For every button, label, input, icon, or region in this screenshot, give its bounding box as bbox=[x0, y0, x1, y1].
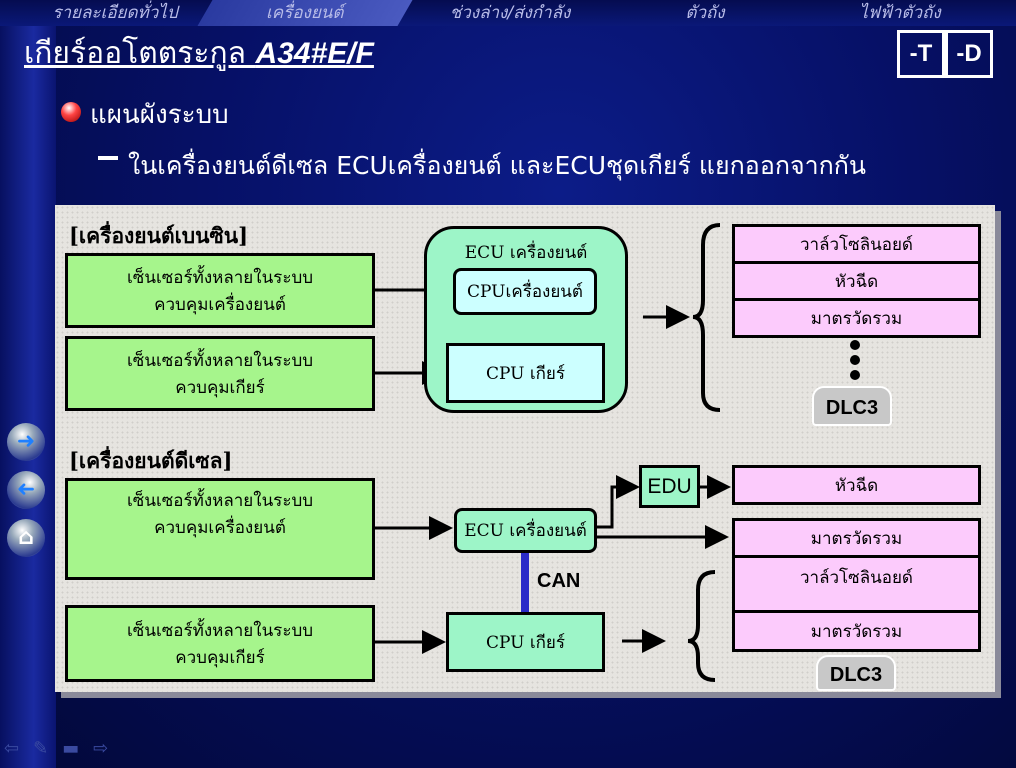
label: วาล์วโซลินอยด์ bbox=[800, 234, 913, 255]
diesel-gear-sensors: เซ็นเซอร์ทั้งหลายในระบบควบคุมเกียร์ bbox=[65, 605, 375, 682]
bullet-text: แผนผังระบบ bbox=[90, 100, 229, 130]
diesel-output: หัวฉีด bbox=[732, 465, 981, 505]
bullet-icon bbox=[61, 102, 81, 122]
tab-chassis[interactable]: ช่วงล่าง/ส่งกำลัง bbox=[449, 3, 571, 23]
variant-d-button[interactable]: -D bbox=[945, 30, 993, 78]
back-arrow-icon[interactable]: ➜ bbox=[7, 471, 45, 509]
tab-body-electrical[interactable]: ไฟฟ้าตัวถัง bbox=[859, 3, 941, 23]
next-arrow-icon[interactable]: ➜ bbox=[7, 423, 45, 461]
sidebar bbox=[0, 0, 56, 768]
tab-general[interactable]: รายละเอียดทั่วไป bbox=[52, 3, 178, 23]
diesel-ecu: ECU เครื่องยนต์ bbox=[454, 508, 597, 553]
tab-body[interactable]: ตัวถัง bbox=[685, 3, 725, 23]
label: หัวฉีด bbox=[834, 475, 879, 496]
home-icon[interactable]: ⌂ bbox=[7, 519, 45, 557]
top-nav: รายละเอียดทั่วไป เครื่องยนต์ ช่วงล่าง/ส่… bbox=[0, 0, 1016, 26]
can-bus-label: CAN bbox=[537, 570, 581, 592]
diesel-dlc3-connector: DLC3 bbox=[816, 655, 896, 691]
petrol-cpu-engine: CPUเครื่องยนต์ bbox=[453, 268, 597, 315]
diesel-output: วาล์วโซลินอยด์ bbox=[732, 555, 981, 613]
label: เซ็นเซอร์ทั้งหลายในระบบควบคุมเครื่องยนต์ bbox=[126, 267, 314, 315]
label: เซ็นเซอร์ทั้งหลายในระบบควบคุมเกียร์ bbox=[126, 620, 314, 668]
label: หัวฉีด bbox=[834, 271, 879, 292]
diagram-connectors bbox=[375, 223, 860, 682]
slideshow-controls-icon[interactable]: ⇦✎▬⇨ bbox=[4, 738, 123, 759]
label: มาตรวัดรวม bbox=[810, 621, 903, 642]
diesel-output: มาตรวัดรวม bbox=[732, 610, 981, 652]
label: เซ็นเซอร์ทั้งหลายในระบบควบคุมเครื่องยนต์ bbox=[126, 491, 314, 538]
label: EDU bbox=[647, 474, 692, 498]
label: มาตรวัดรวม bbox=[810, 528, 903, 549]
label: เซ็นเซอร์ทั้งหลายในระบบควบคุมเกียร์ bbox=[126, 350, 314, 398]
dash-icon bbox=[98, 156, 118, 160]
label: ECU เครื่องยนต์ bbox=[464, 521, 587, 541]
diesel-heading: [เครื่องยนต์ดีเซล] bbox=[69, 448, 233, 473]
label: CPU เกียร์ bbox=[485, 363, 566, 384]
petrol-gear-sensors: เซ็นเซอร์ทั้งหลายในระบบควบคุมเกียร์ bbox=[65, 336, 375, 411]
petrol-output: วาล์วโซลินอยด์ bbox=[732, 224, 981, 264]
petrol-dlc3-connector: DLC3 bbox=[812, 386, 892, 426]
title-model: A34#E/F bbox=[255, 37, 374, 70]
label: ECU เครื่องยนต์ bbox=[464, 243, 588, 263]
tab-engine-label: เครื่องยนต์ bbox=[266, 3, 344, 23]
label: CPUเครื่องยนต์ bbox=[467, 282, 583, 302]
subpoint-text: ในเครื่องยนต์ดีเซล ECUเครื่องยนต์ และECU… bbox=[128, 151, 867, 180]
label: วาล์วโซลินอยด์ bbox=[800, 568, 913, 588]
petrol-cpu-gear: CPU เกียร์ bbox=[446, 343, 605, 403]
edu-box: EDU bbox=[639, 465, 700, 508]
diesel-engine-sensors: เซ็นเซอร์ทั้งหลายในระบบควบคุมเครื่องยนต์ bbox=[65, 478, 375, 580]
title-thai: เกียร์ออโตตระกูล bbox=[24, 36, 256, 71]
tab-engine[interactable]: เครื่องยนต์ bbox=[197, 0, 413, 26]
diesel-output: มาตรวัดรวม bbox=[732, 518, 981, 558]
label: มาตรวัดรวม bbox=[810, 308, 903, 329]
petrol-engine-sensors: เซ็นเซอร์ทั้งหลายในระบบควบคุมเครื่องยนต์ bbox=[65, 253, 375, 328]
label: CPU เกียร์ bbox=[485, 632, 566, 653]
system-diagram: [เครื่องยนต์เบนซิน] เซ็นเซอร์ทั้งหลายในร… bbox=[55, 205, 995, 692]
page-title: เกียร์ออโตตระกูล A34#E/F bbox=[24, 30, 374, 77]
petrol-heading: [เครื่องยนต์เบนซิน] bbox=[69, 223, 249, 248]
petrol-output: หัวฉีด bbox=[732, 261, 981, 301]
variant-t-button[interactable]: -T bbox=[897, 30, 945, 78]
petrol-output: มาตรวัดรวม bbox=[732, 298, 981, 338]
diesel-cpu-gear: CPU เกียร์ bbox=[446, 612, 605, 672]
